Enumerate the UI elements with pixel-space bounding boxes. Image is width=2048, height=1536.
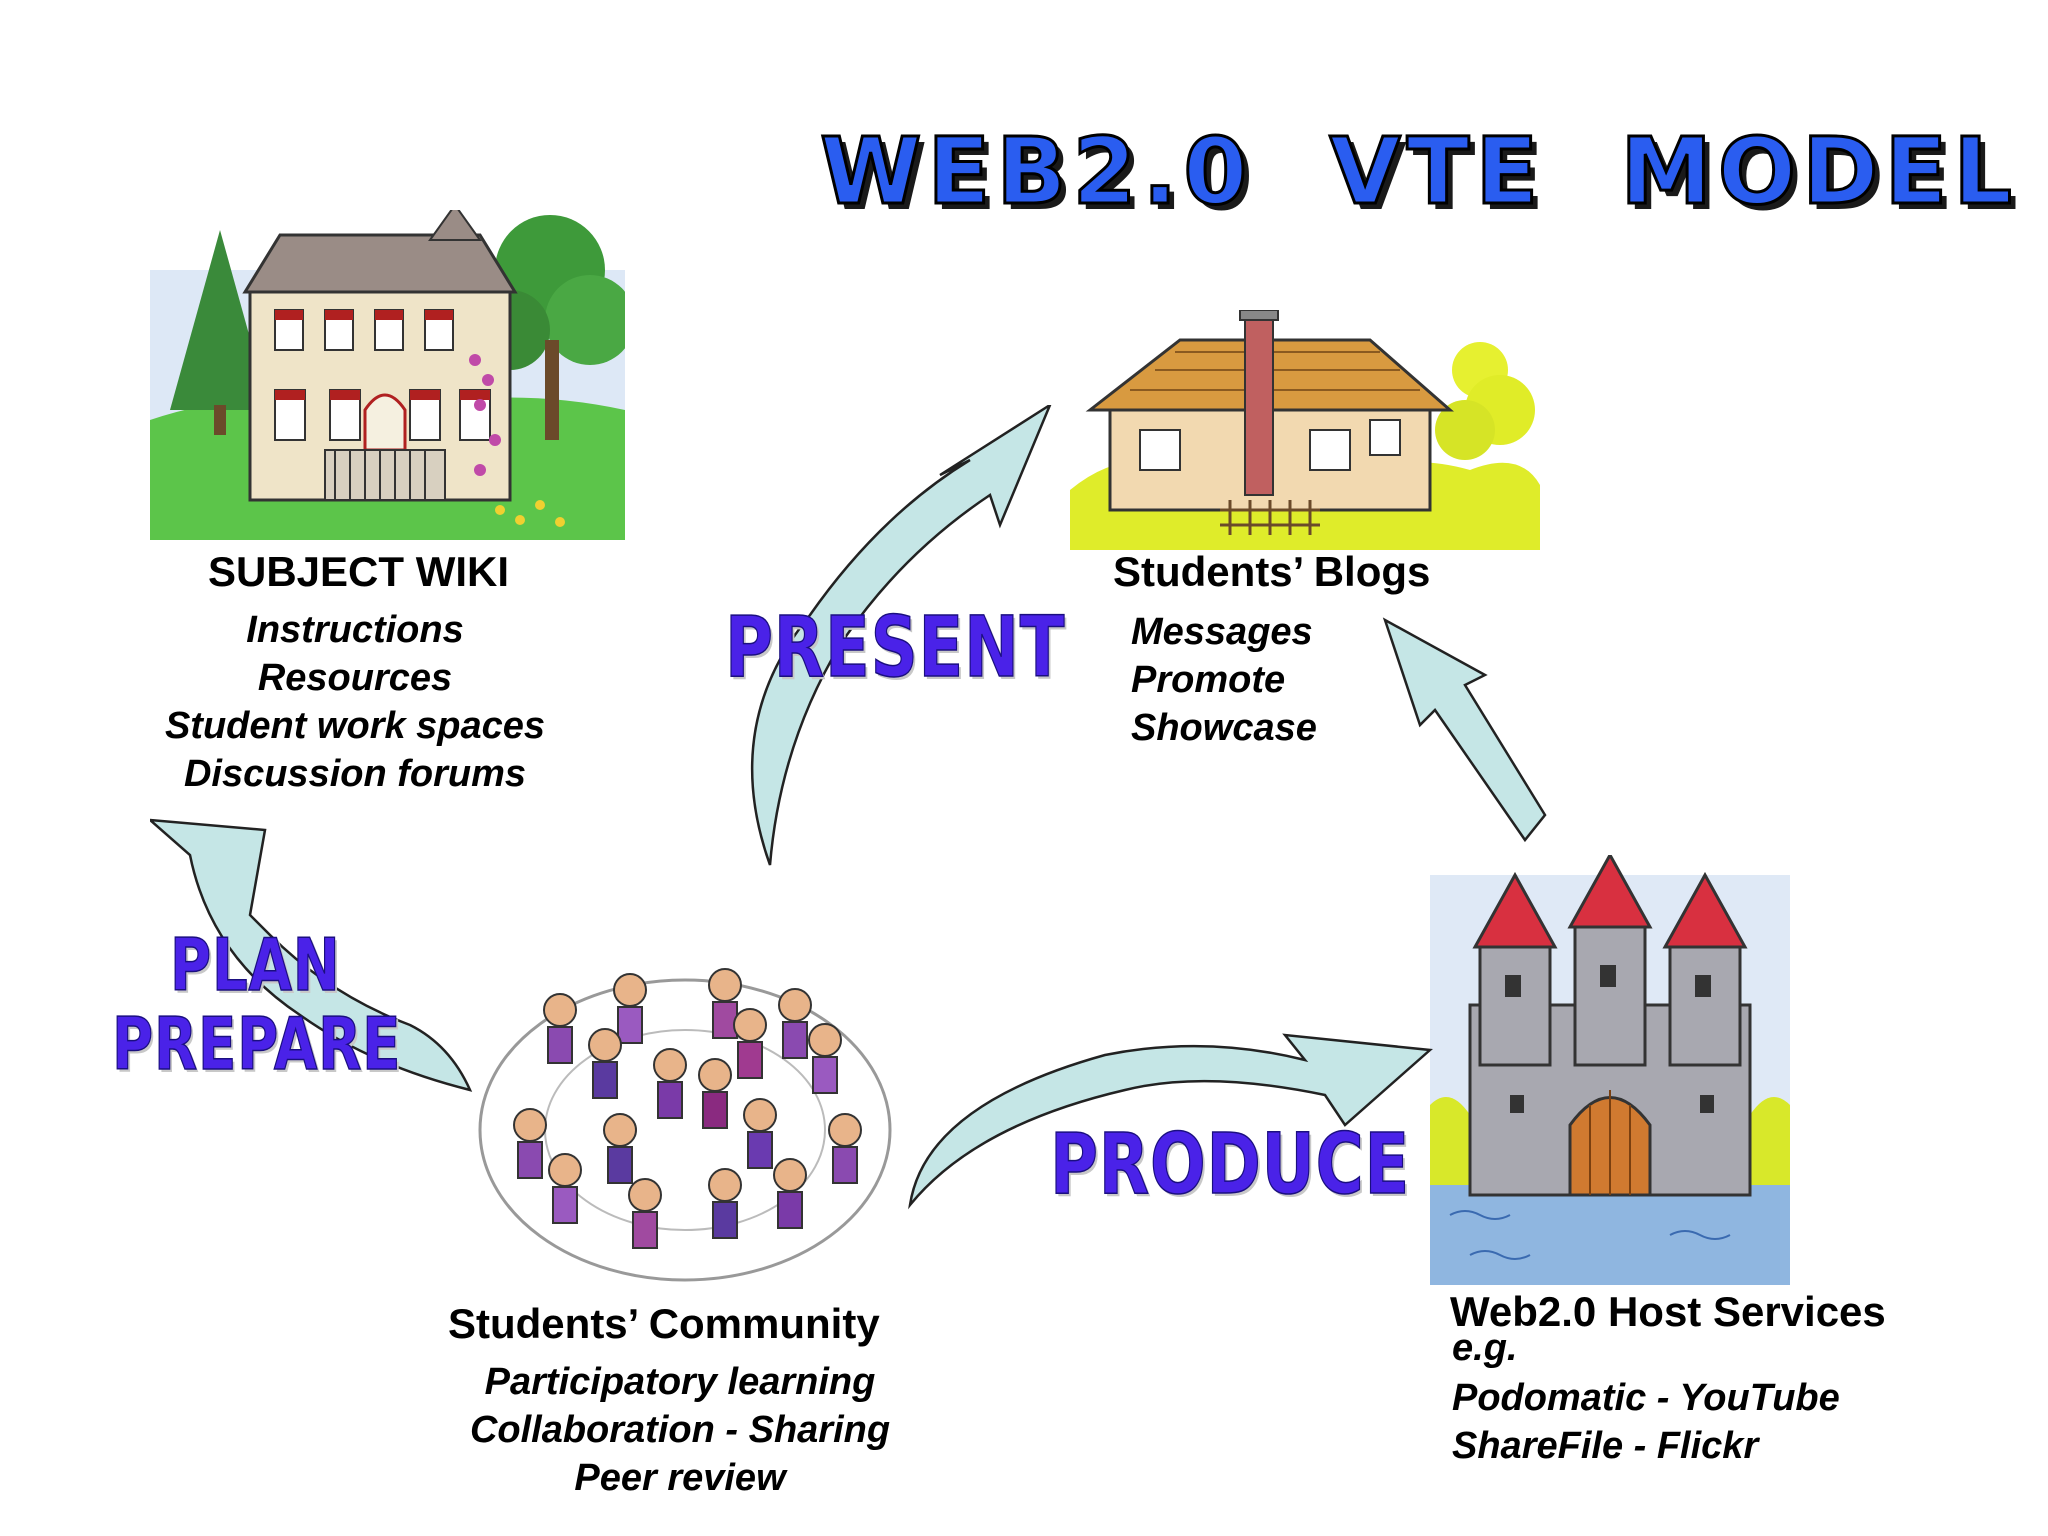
wiki-item: Discussion forums (183, 753, 527, 795)
wiki-item: Instructions (246, 609, 464, 651)
present-label: PRESENT (724, 597, 1066, 697)
wiki-item: Resources (257, 657, 453, 699)
community-item: Collaboration - Sharing (469, 1409, 891, 1451)
produce-label: PRODUCE (1049, 1114, 1411, 1214)
blogs-items: Messages Promote Showcase (1131, 608, 1317, 752)
host-item: ShareFile - Flickr (1452, 1425, 1759, 1467)
host-item: Podomatic - YouTube (1452, 1377, 1840, 1419)
wiki-items: Instructions Resources Student work spac… (150, 606, 560, 798)
blog-cottage-illustration (1070, 310, 1540, 550)
community-item: Peer review (574, 1457, 786, 1499)
diagram-title: WEB2.0 VTE MODEL (819, 117, 2018, 227)
produce-arrow (908, 1033, 1433, 1210)
plan-prepare-arrow (150, 818, 473, 1092)
host-eg-label: e.g. (1452, 1327, 1518, 1369)
blogs-heading: Students’ Blogs (1113, 548, 1431, 595)
host-to-blogs-arrow (1382, 617, 1547, 843)
community-people-illustration (478, 968, 892, 1282)
blogs-item: Promote (1131, 659, 1286, 701)
community-heading: Students’ Community (448, 1300, 880, 1347)
host-heading: Web2.0 Host Services (1450, 1288, 1886, 1335)
blogs-item: Showcase (1131, 707, 1317, 749)
host-items: Podomatic - YouTube ShareFile - Flickr (1452, 1374, 1840, 1470)
plan-label: PLAN (169, 922, 341, 1008)
present-arrow (750, 405, 1052, 866)
blogs-item: Messages (1131, 611, 1313, 653)
host-castle-illustration (1430, 855, 1790, 1285)
wiki-house-illustration (150, 210, 625, 540)
prepare-label: PREPARE (111, 1001, 402, 1087)
wiki-item: Student work spaces (164, 705, 546, 747)
wiki-heading: SUBJECT WIKI (208, 548, 510, 595)
community-items: Participatory learning Collaboration - S… (420, 1358, 940, 1502)
community-item: Participatory learning (484, 1361, 876, 1403)
